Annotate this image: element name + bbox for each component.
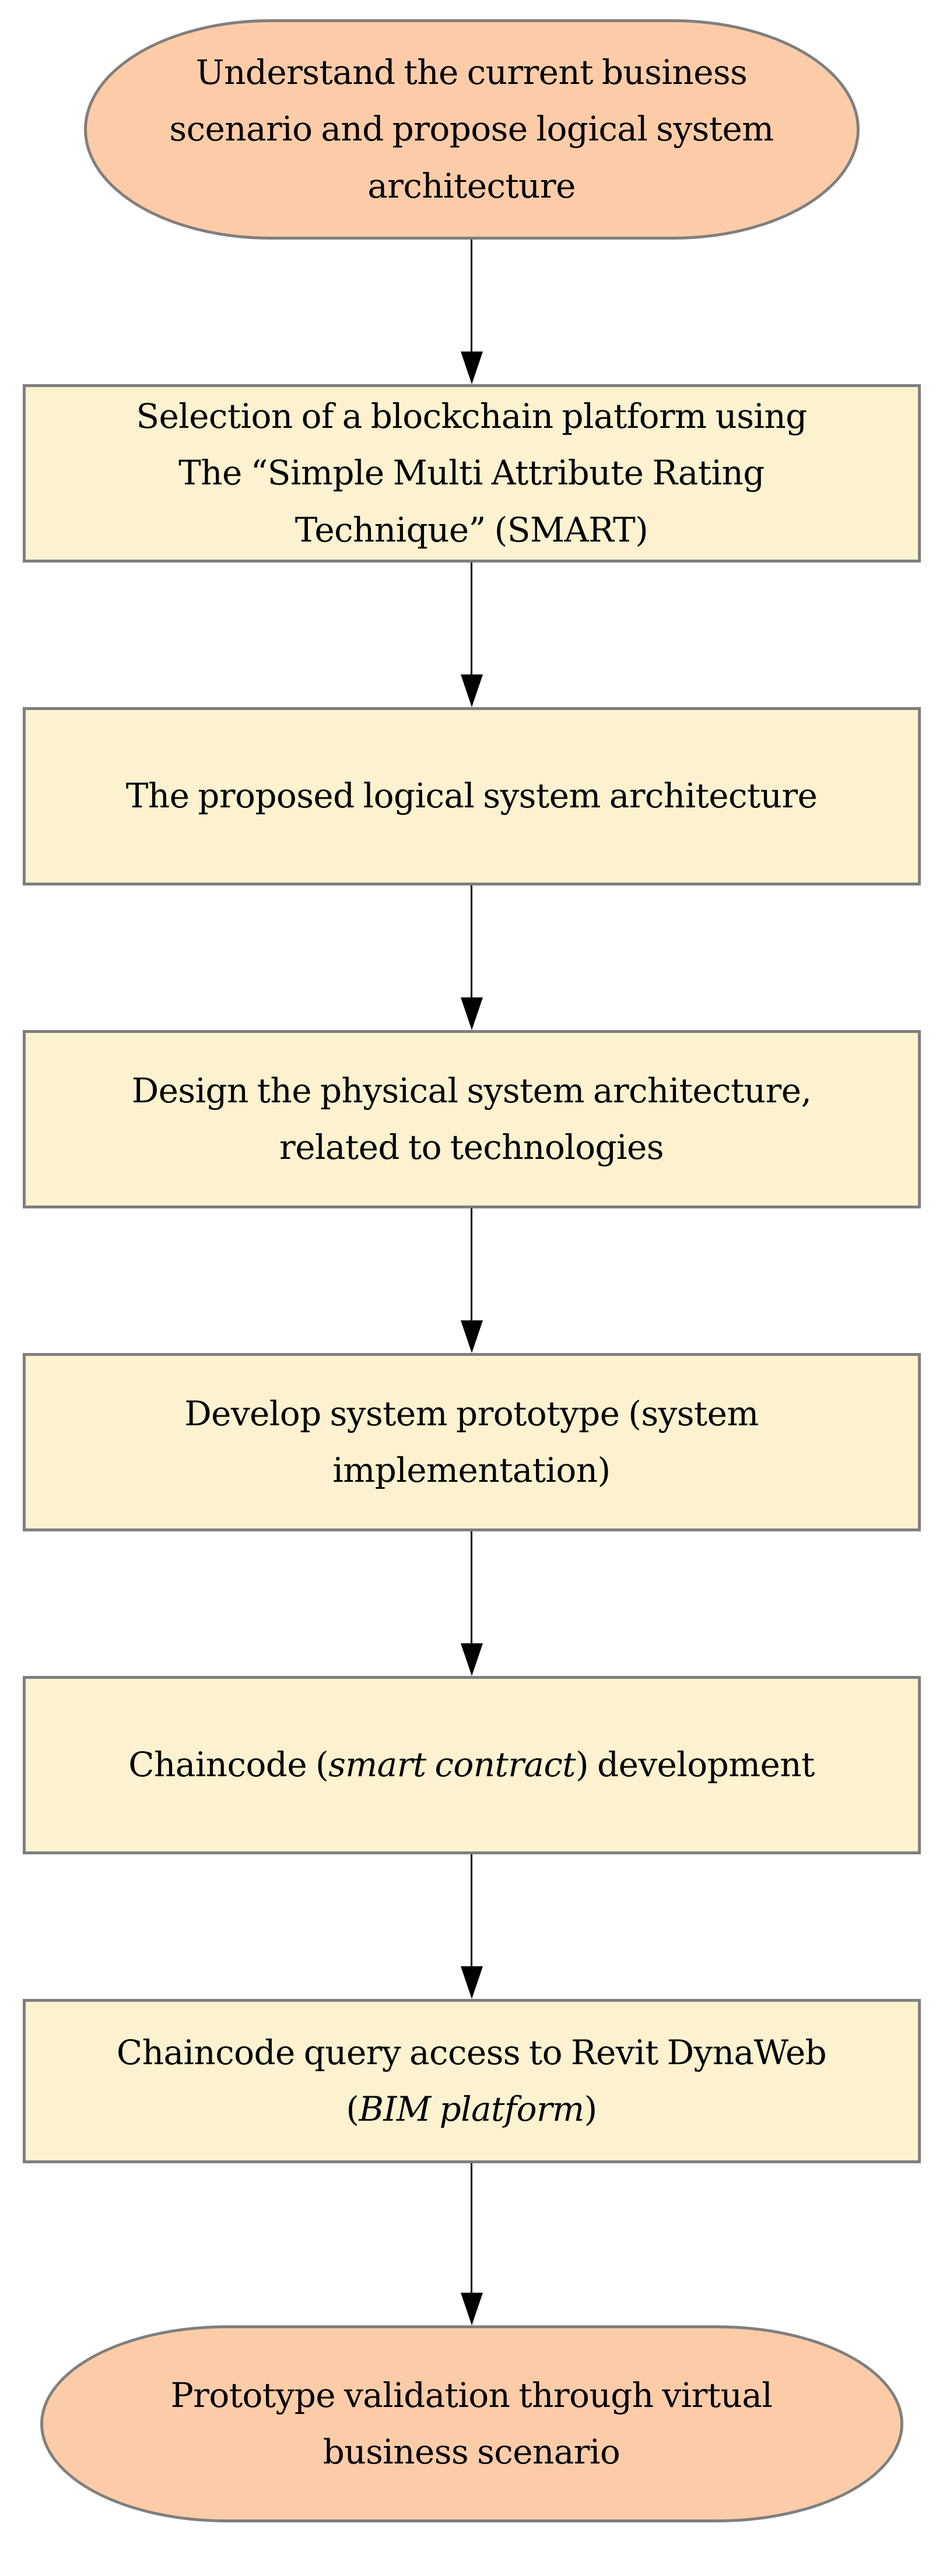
arrow-line bbox=[471, 563, 472, 675]
arrow-down-icon bbox=[460, 2293, 483, 2325]
arrow-line bbox=[471, 1208, 472, 1321]
arrow-line bbox=[471, 240, 472, 352]
arrow-down-icon bbox=[460, 1966, 483, 1999]
node-chaincode-development: Chaincode (smart contract) development bbox=[22, 1676, 921, 1854]
node-understand-business-scenario: Understand the current business scenario… bbox=[83, 19, 860, 240]
flow-connector-4 bbox=[460, 1208, 483, 1353]
flow-connector-7 bbox=[460, 2163, 483, 2325]
arrow-down-icon bbox=[460, 997, 483, 1030]
node-text: Design the physical system architecture,… bbox=[131, 1070, 812, 1167]
node-text: Chaincode (smart contract) development bbox=[128, 1745, 815, 1785]
flow-connector-3 bbox=[460, 885, 483, 1030]
node-text: Prototype validation through virtual bus… bbox=[170, 2375, 773, 2472]
node-text: Understand the current business scenario… bbox=[169, 52, 774, 206]
arrow-down-icon bbox=[460, 1320, 483, 1353]
flow-connector-5 bbox=[460, 1531, 483, 1676]
arrow-down-icon bbox=[460, 1643, 483, 1676]
arrow-line bbox=[471, 1531, 472, 1644]
arrow-line bbox=[471, 2163, 472, 2293]
node-text: Chaincode query access to Revit DynaWeb … bbox=[116, 2032, 827, 2129]
arrow-down-icon bbox=[460, 674, 483, 707]
node-physical-architecture-design: Design the physical system architecture,… bbox=[22, 1030, 921, 1208]
node-text: Develop system prototype (system impleme… bbox=[184, 1393, 759, 1490]
arrow-line bbox=[471, 885, 472, 998]
flow-connector-2 bbox=[460, 563, 483, 707]
flow-connector-6 bbox=[460, 1854, 483, 1999]
node-text: The proposed logical system architecture bbox=[125, 776, 818, 816]
node-proposed-logical-architecture: The proposed logical system architecture bbox=[22, 707, 921, 885]
node-prototype-validation: Prototype validation through virtual bus… bbox=[40, 2325, 903, 2522]
node-smart-platform-selection: Selection of a blockchain platform using… bbox=[22, 384, 921, 563]
flow-connector-1 bbox=[460, 240, 483, 384]
node-text: Selection of a blockchain platform using… bbox=[136, 396, 807, 550]
node-develop-system-prototype: Develop system prototype (system impleme… bbox=[22, 1353, 921, 1531]
node-chaincode-query-access: Chaincode query access to Revit DynaWeb … bbox=[22, 1999, 921, 2163]
arrow-down-icon bbox=[460, 352, 483, 384]
arrow-line bbox=[471, 1854, 472, 1967]
